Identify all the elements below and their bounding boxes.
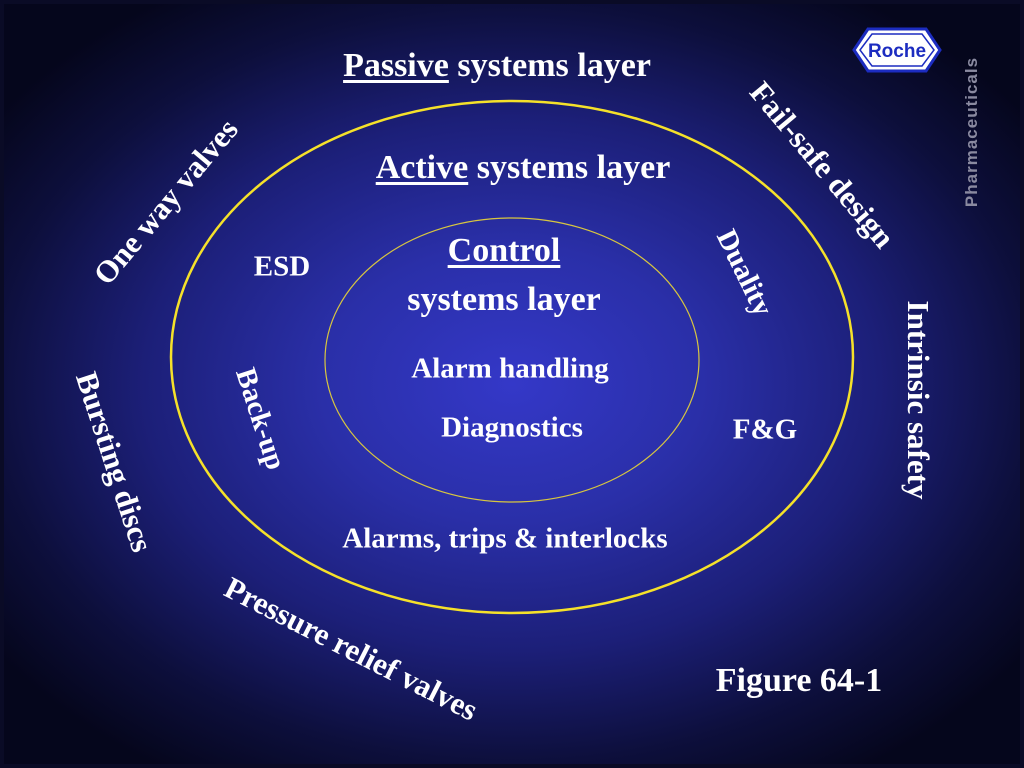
control-title-line2: systems layer	[407, 281, 601, 318]
active-title-rest: systems layer	[468, 149, 671, 186]
roche-logo-text: Roche	[868, 41, 926, 62]
alarms-trips-interlocks-label: Alarms, trips & interlocks	[342, 522, 668, 555]
control-layer-ellipse	[324, 217, 700, 503]
roche-logo: Roche	[852, 27, 942, 73]
passive-layer-title: Passive systems layer	[343, 47, 651, 85]
roche-logo-hexagon	[852, 27, 942, 73]
active-layer-title: Active systems layer	[376, 149, 671, 187]
figure-label: Figure 64-1	[715, 662, 883, 699]
active-keyword: Active	[375, 149, 469, 186]
intrinsic-safety-label: Intrinsic safety	[901, 300, 936, 500]
alarm-handling-label: Alarm handling	[411, 352, 609, 385]
pharmaceuticals-label: Pharmaceuticals	[962, 56, 981, 208]
fg-label: F&G	[732, 413, 798, 446]
diagnostics-label: Diagnostics	[441, 411, 583, 444]
esd-label: ESD	[253, 250, 311, 283]
passive-keyword: Passive	[343, 47, 449, 84]
passive-title-rest: systems layer	[448, 47, 651, 84]
control-keyword: Control	[447, 232, 561, 269]
active-layer-ellipse	[169, 99, 855, 615]
